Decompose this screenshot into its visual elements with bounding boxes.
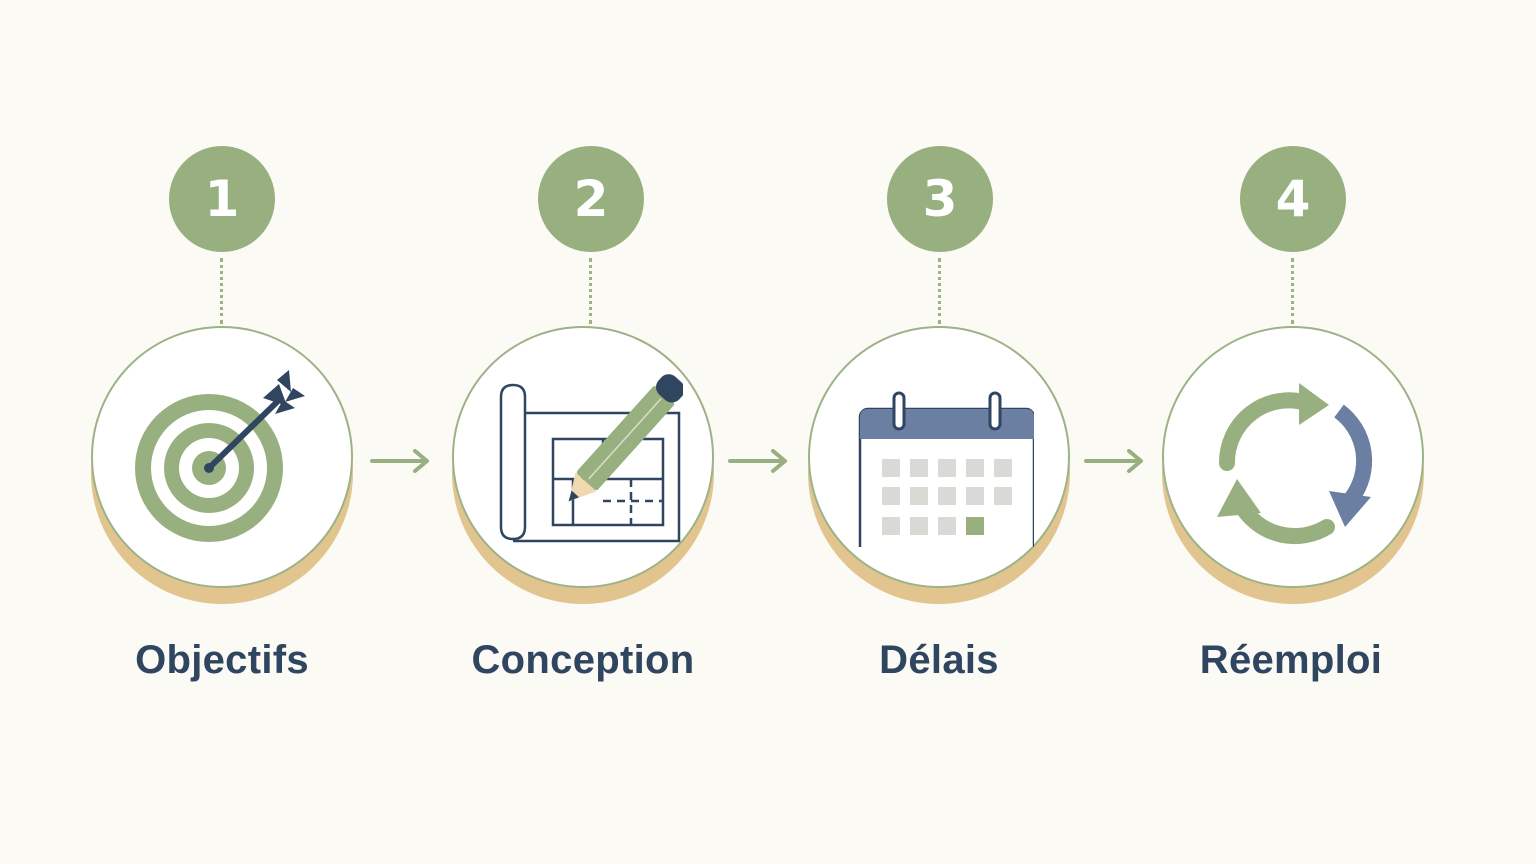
- step-4: 4 Réemploi: [1126, 0, 1456, 864]
- target-icon: [127, 362, 317, 552]
- step-3: 3: [774, 0, 1104, 864]
- blueprint-pencil-icon: [483, 367, 683, 547]
- step-disc: [1162, 326, 1424, 604]
- step-label: Objectifs: [135, 638, 309, 682]
- step-number-badge: 4: [1240, 146, 1346, 252]
- disc-face: [452, 326, 714, 588]
- arrow-right-icon: [370, 449, 429, 473]
- arrow-right-icon: [728, 449, 787, 473]
- disc-face: [808, 326, 1070, 588]
- step-disc: [452, 326, 714, 604]
- step-label: Conception: [471, 638, 695, 682]
- step-number-badge: 1: [169, 146, 275, 252]
- dotted-connector: [938, 258, 941, 324]
- dotted-connector: [220, 258, 223, 324]
- step-disc: [808, 326, 1070, 604]
- step-1: 1 Objectifs: [57, 0, 387, 864]
- step-number-badge: 3: [887, 146, 993, 252]
- dotted-connector: [1291, 258, 1294, 324]
- disc-face: [1162, 326, 1424, 588]
- calendar-icon: [844, 367, 1034, 547]
- step-label: Réemploi: [1199, 638, 1383, 682]
- disc-face: [91, 326, 353, 588]
- recycle-arrows-icon: [1203, 367, 1383, 547]
- step-label: Délais: [879, 638, 999, 682]
- arrow-right-icon: [1084, 449, 1143, 473]
- step-disc: [91, 326, 353, 604]
- step-number-badge: 2: [538, 146, 644, 252]
- dotted-connector: [589, 258, 592, 324]
- step-2: 2: [418, 0, 748, 864]
